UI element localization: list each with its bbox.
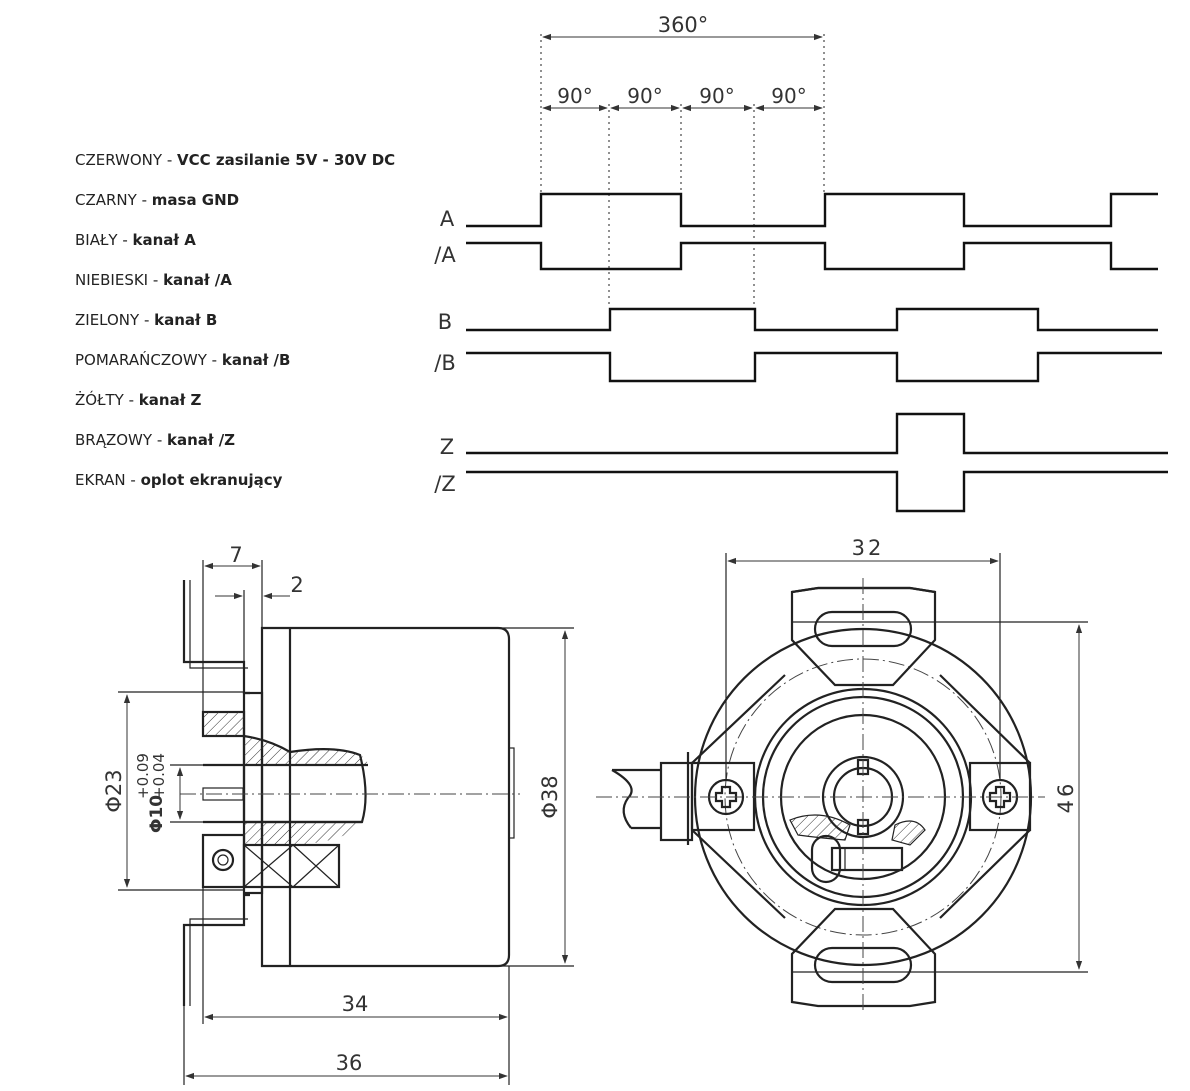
wire-separator: - — [125, 471, 141, 489]
wire-function-label: kanał Z — [138, 391, 202, 409]
wire-separator: - — [139, 311, 155, 329]
wire-color-label: BRĄZOWY — [75, 431, 153, 449]
channel-label-a: A — [440, 207, 455, 231]
wiring-row: BIAŁY - kanał A — [75, 228, 435, 268]
wire-function-label: kanał /Z — [167, 431, 236, 449]
dim-flange-offset: 2 — [290, 573, 303, 597]
channel-label-a-inv: /A — [434, 243, 456, 267]
waveform-a-inv — [466, 241, 1158, 271]
waveform-z — [466, 412, 1168, 455]
waveform-a — [466, 192, 1158, 228]
wire-separator: - — [206, 351, 222, 369]
dim-body-diameter: Φ38 — [538, 775, 562, 818]
wire-color-label: ZIELONY — [75, 311, 140, 329]
quarter-label: 90° — [557, 84, 592, 108]
wire-function-label: oplot ekranujący — [140, 471, 283, 489]
dim-body-length: 34 — [342, 992, 369, 1016]
wiring-row: ZIELONY - kanał B — [75, 308, 435, 348]
dim-mount-width: 32 — [852, 536, 885, 560]
period-label: 360° — [658, 13, 709, 37]
waveform-b — [466, 307, 1158, 332]
wire-separator: - — [162, 151, 178, 169]
timing-diagram: 360° 90° 90° 90° 90° A /A B /B Z /Z — [434, 13, 1168, 513]
wire-color-label: CZARNY — [75, 191, 137, 209]
quarter-label: 90° — [699, 84, 734, 108]
quarter-label: 90° — [627, 84, 662, 108]
wire-function-label: VCC zasilanie 5V - 30V DC — [177, 151, 396, 169]
side-view: 7 2 Φ23 Φ10 +0.09 +0.04 Φ38 34 36 — [102, 543, 574, 1085]
channel-label-z-inv: /Z — [434, 472, 455, 496]
wire-color-label: BIAŁY — [75, 231, 118, 249]
wiring-row: POMARAŃCZOWY - kanał /B — [75, 348, 435, 388]
channel-label-b-inv: /B — [434, 351, 455, 375]
dim-bore-diameter: Φ23 — [102, 769, 126, 812]
wire-color-label: ŻÓŁTY — [75, 391, 124, 409]
channel-label-z: Z — [440, 435, 454, 459]
dim-flange-width: 7 — [229, 543, 242, 567]
quarter-label: 90° — [771, 84, 806, 108]
waveform-z-inv — [466, 470, 1168, 513]
wiring-row: BRĄZOWY - kanał /Z — [75, 428, 435, 468]
wire-separator: - — [123, 391, 139, 409]
dim-mount-height: 46 — [1054, 781, 1078, 814]
wiring-row: CZERWONY - VCC zasilanie 5V - 30V DC — [75, 148, 435, 188]
dim-total-length: 36 — [336, 1051, 363, 1075]
wire-separator: - — [136, 191, 152, 209]
wire-function-label: kanał B — [154, 311, 218, 329]
wire-color-label: EKRAN — [75, 471, 126, 489]
wire-separator: - — [117, 231, 133, 249]
wire-separator: - — [148, 271, 164, 289]
wire-color-label: POMARAŃCZOWY — [75, 351, 207, 369]
wire-function-label: masa GND — [151, 191, 240, 209]
channel-label-b: B — [438, 310, 452, 334]
wiring-row: CZARNY - masa GND — [75, 188, 435, 228]
waveform-b-inv — [466, 351, 1162, 383]
front-view: 32 46 — [596, 536, 1088, 1010]
wire-function-label: kanał /A — [163, 271, 232, 289]
wire-function-label: kanał A — [132, 231, 196, 249]
dim-shaft-tol-upper: +0.09 — [134, 753, 152, 799]
wire-color-label: NIEBIESKI — [75, 271, 149, 289]
dim-shaft-diameter: Φ10 — [147, 795, 167, 833]
wiring-row: ŻÓŁTY - kanał Z — [75, 388, 435, 428]
dim-shaft-tol-lower: +0.04 — [150, 753, 168, 799]
wire-function-label: kanał /B — [221, 351, 291, 369]
wiring-row: EKRAN - oplot ekranujący — [75, 468, 435, 508]
wire-color-label: CZERWONY — [75, 151, 163, 169]
wiring-row: NIEBIESKI - kanał /A — [75, 268, 435, 308]
wire-separator: - — [152, 431, 168, 449]
